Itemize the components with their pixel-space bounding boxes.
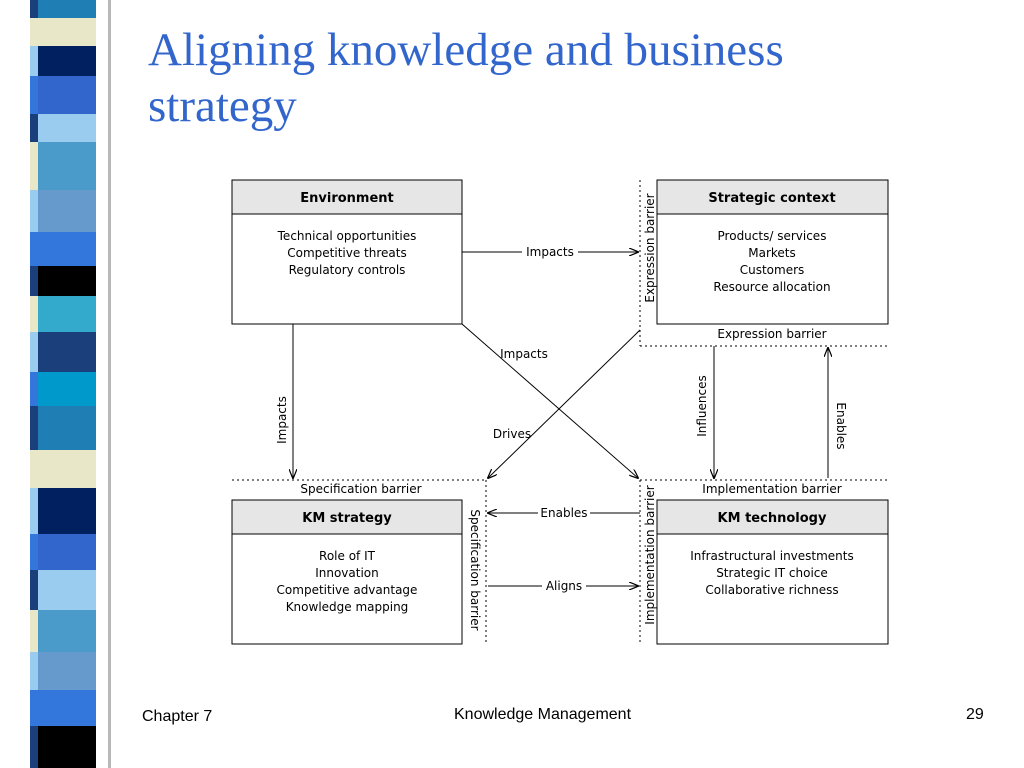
stripe-block [38, 114, 96, 142]
slide-title-line2: strategy [148, 80, 297, 132]
implementation-barrier-vertical-label: Implementation barrier [643, 485, 657, 624]
stripe-block [38, 296, 96, 332]
stripe-block [38, 332, 96, 372]
environment-line: Competitive threats [287, 246, 406, 260]
stripe-edge [30, 570, 38, 610]
environment-line: Technical opportunities [277, 229, 417, 243]
specification-barrier-horizontal-label: Specification barrier [300, 482, 421, 496]
stripe-block [38, 142, 96, 190]
arrow-label-influences: Influences [695, 375, 709, 437]
stripe-block [38, 534, 96, 570]
stripe-block [38, 76, 96, 114]
stripe-edge [30, 726, 38, 768]
footer-title: Knowledge Management [454, 706, 632, 723]
arrow-label-drives: Drives [493, 427, 531, 441]
stripe-block [38, 232, 96, 266]
strategic-context-line: Resource allocation [713, 280, 830, 294]
km-technology-line: Strategic IT choice [716, 566, 828, 580]
expression-barrier-vertical-label: Expression barrier [643, 193, 657, 302]
strategic-context-line: Products/ services [718, 229, 827, 243]
km-strategy-box: KM strategy Role of IT Innovation Compet… [231, 499, 463, 645]
stripe-block [38, 372, 96, 406]
environment-title: Environment [300, 191, 394, 206]
stripe-block [38, 46, 96, 76]
expression-barrier-horizontal-label: Expression barrier [717, 327, 826, 341]
implementation-barrier-horizontal-label: Implementation barrier [702, 482, 841, 496]
stripe-edge [30, 690, 38, 726]
stripe-edge [30, 488, 38, 534]
stripe-edge [30, 76, 38, 114]
km-strategy-title: KM strategy [302, 511, 392, 526]
stripe-block [38, 190, 96, 232]
km-technology-line: Infrastructural investments [690, 549, 854, 563]
stripe-block [38, 266, 96, 296]
km-strategy-line: Innovation [315, 566, 379, 580]
alignment-diagram: Environment Technical opportunities Comp… [220, 170, 910, 660]
km-technology-title: KM technology [718, 511, 827, 526]
stripe-edge [30, 296, 38, 332]
stripe-edge [30, 332, 38, 372]
barrier-lines [232, 180, 888, 644]
stripe-block [38, 610, 96, 652]
specification-barrier-vertical-label: Specification barrier [468, 509, 482, 630]
arrow-label-enables-up: Enables [834, 402, 848, 449]
stripe-block [38, 406, 96, 450]
decorative-stripe [0, 0, 118, 768]
arrow-label-impacts-env-strategic: Impacts [526, 245, 574, 259]
slide-title: Aligning knowledge and business strategy [148, 22, 968, 134]
stripe-edge [30, 18, 38, 46]
arrow-label-enables-left: Enables [540, 506, 587, 520]
stripe-edge [30, 114, 38, 142]
stripe-edge [30, 406, 38, 450]
km-strategy-line: Knowledge mapping [286, 600, 409, 614]
arrow-label-aligns: Aligns [546, 579, 582, 593]
km-technology-line: Collaborative richness [705, 583, 838, 597]
stripe-edge [30, 266, 38, 296]
strategic-context-line: Customers [740, 263, 805, 277]
stripe-graphic [0, 0, 118, 768]
environment-box: Environment Technical opportunities Comp… [231, 179, 463, 325]
stripe-block [38, 570, 96, 610]
stripe-edge [30, 232, 38, 266]
strategic-context-title: Strategic context [708, 191, 835, 206]
stripe-edge [30, 190, 38, 232]
stripe-block [38, 690, 96, 726]
stripe-block [38, 18, 96, 46]
arrow-label-impacts-env-kmstrategy: Impacts [275, 396, 289, 444]
stripe-block [38, 0, 96, 18]
stripe-block [38, 652, 96, 690]
km-strategy-line: Role of IT [319, 549, 376, 563]
stripe-edge [30, 534, 38, 570]
stripe-edge [30, 372, 38, 406]
stripe-edge [30, 652, 38, 690]
stripe-block [38, 450, 96, 488]
stripe-edge [30, 450, 38, 488]
strategic-context-box: Strategic context Products/ services Mar… [656, 179, 889, 325]
stripe-edge [30, 0, 38, 18]
strategic-context-line: Markets [748, 246, 796, 260]
arrows [293, 252, 828, 586]
stripe-edge [30, 142, 38, 190]
footer-page-number: 29 [966, 706, 984, 723]
stripe-edge [30, 46, 38, 76]
km-technology-box: KM technology Infrastructural investment… [656, 499, 889, 645]
stripe-block [38, 488, 96, 534]
km-strategy-line: Competitive advantage [277, 583, 418, 597]
stripe-edge [30, 610, 38, 652]
arrow-label-impacts-env-kmtech: Impacts [500, 347, 548, 361]
environment-line: Regulatory controls [289, 263, 406, 277]
stripe-block [38, 726, 96, 768]
slide-title-line1: Aligning knowledge and business [148, 24, 784, 76]
footer-chapter: Chapter 7 [142, 708, 213, 725]
alignment-diagram-svg: Environment Technical opportunities Comp… [231, 179, 889, 645]
